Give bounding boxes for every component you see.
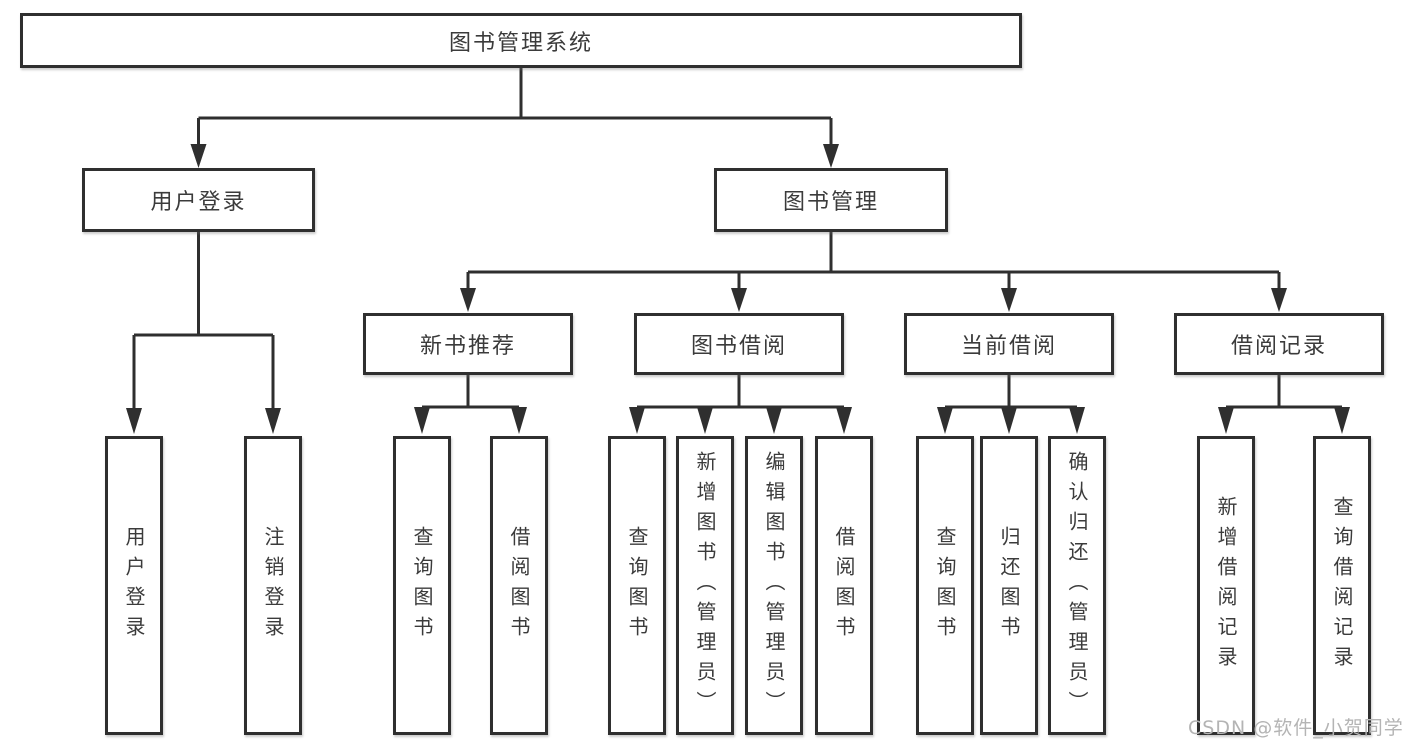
node-current-borrow-label: 当前借阅 [960,334,1057,359]
leaf-records-add-record-label: 新增借阅记录 [1214,495,1238,676]
leaf-borrow-edit-books-admin: 编辑图书（管理员） [745,436,803,735]
leaf-records-query-record: 查询借阅记录 [1313,436,1371,735]
connector-current-borrow-split [937,375,1085,434]
leaf-records-add-record: 新增借阅记录 [1197,436,1255,735]
node-new-book-recommend: 新书推荐 [363,313,573,375]
node-borrow-records: 借阅记录 [1174,313,1384,375]
leaf-borrow-query-books: 查询图书 [608,436,666,735]
leaf-records-query-record-label: 查询借阅记录 [1330,495,1354,676]
node-book-management-label: 图书管理 [782,190,879,215]
connector-book-borrow-split [629,375,852,434]
node-book-management: 图书管理 [714,168,948,232]
leaf-borrow-edit-books-admin-label: 编辑图书（管理员） [762,450,786,721]
leaf-user-login: 用户登录 [105,436,163,735]
leaf-newbook-borrow-books: 借阅图书 [490,436,548,735]
node-root-label: 图书管理系统 [448,30,593,56]
leaf-logout: 注销登录 [244,436,302,735]
leaf-current-confirm-return-admin-label: 确认归还（管理员） [1065,450,1089,721]
leaf-borrow-query-books-label: 查询图书 [625,525,649,646]
leaf-borrow-borrow-books: 借阅图书 [815,436,873,735]
leaf-current-query-books-label: 查询图书 [933,525,957,646]
leaf-user-login-label: 用户登录 [122,525,146,646]
leaf-current-confirm-return-admin: 确认归还（管理员） [1048,436,1106,735]
node-book-borrow-label: 图书借阅 [690,334,787,359]
node-borrow-records-label: 借阅记录 [1230,334,1327,359]
node-book-borrow: 图书借阅 [634,313,844,375]
csdn-watermark: CSDN @软件_小贺同学 [1188,717,1404,739]
connector-new-book-split [414,375,527,434]
node-user-login-label: 用户登录 [150,190,247,215]
leaf-current-return-books-label: 归还图书 [997,525,1021,646]
connector-user-login-split [126,232,281,434]
connector-borrow-records-split [1218,375,1350,434]
leaf-borrow-borrow-books-label: 借阅图书 [832,525,856,646]
leaf-newbook-borrow-books-label: 借阅图书 [507,525,531,646]
node-current-borrow: 当前借阅 [904,313,1114,375]
node-new-book-recommend-label: 新书推荐 [419,334,516,359]
leaf-newbook-query-books: 查询图书 [393,436,451,735]
connector-root-split [190,68,839,168]
node-root: 图书管理系统 [20,13,1022,68]
connector-book-management-split [460,232,1287,312]
node-user-login: 用户登录 [82,168,315,232]
leaf-borrow-add-books-admin-label: 新增图书（管理员） [693,450,717,721]
leaf-borrow-add-books-admin: 新增图书（管理员） [676,436,734,735]
leaf-newbook-query-books-label: 查询图书 [410,525,434,646]
leaf-current-query-books: 查询图书 [916,436,974,735]
leaf-logout-label: 注销登录 [261,525,285,646]
leaf-current-return-books: 归还图书 [980,436,1038,735]
